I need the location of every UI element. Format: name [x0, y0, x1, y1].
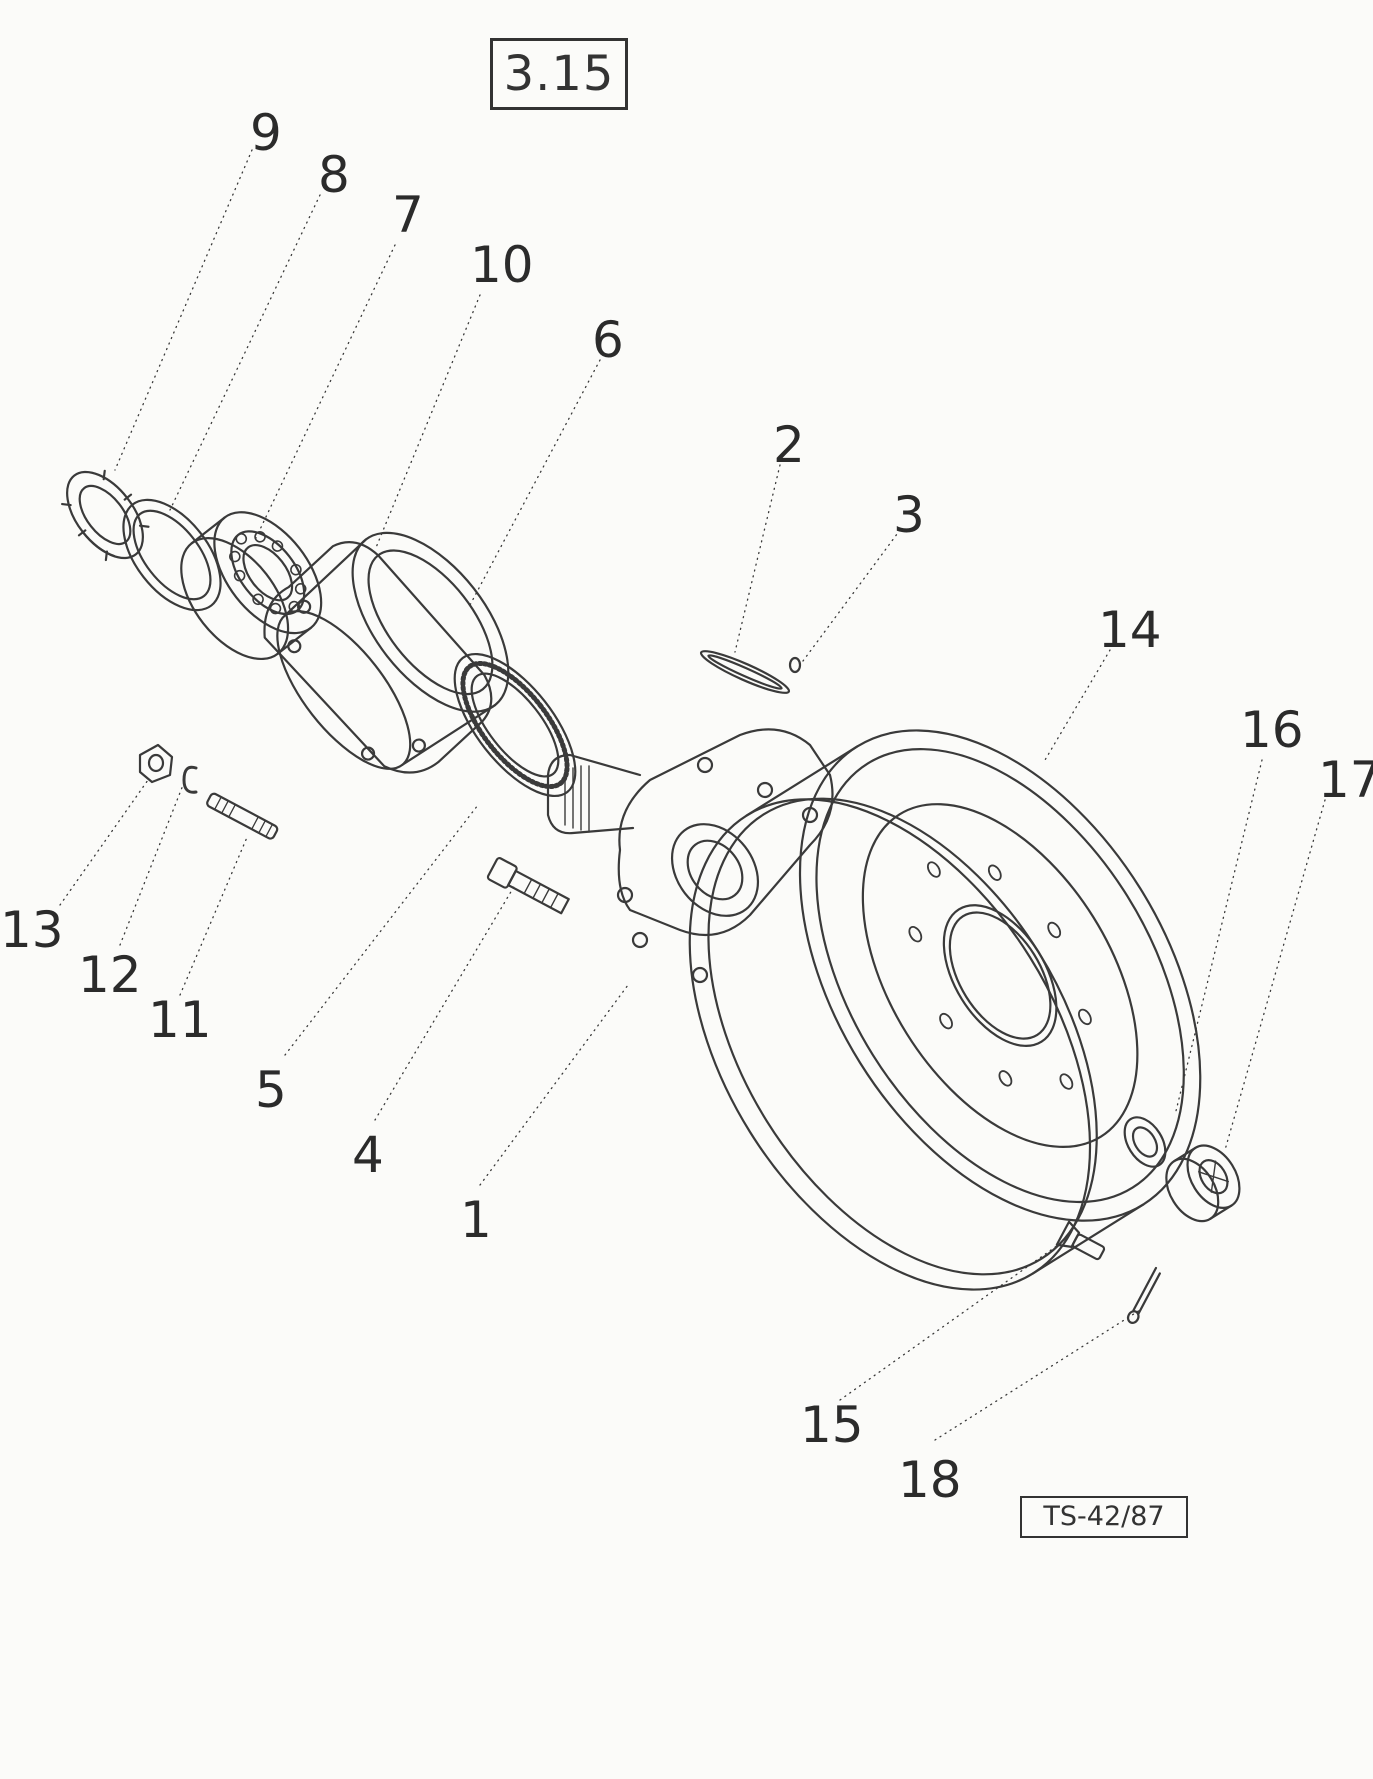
slotted-nut-part-9 — [61, 469, 150, 562]
drawing-reference: TS-42/87 — [1020, 1496, 1188, 1538]
bolt-part-4 — [486, 857, 570, 915]
figure-number: 3.15 — [490, 38, 628, 110]
callout-1: 1 — [460, 1191, 492, 1249]
callout-14: 14 — [1098, 601, 1162, 659]
callout-6: 6 — [592, 311, 624, 369]
callout-15: 15 — [800, 1396, 864, 1454]
brake-drum-part-14 — [688, 729, 1202, 1291]
stud-part-11 — [206, 792, 279, 840]
washer-part-16 — [1123, 1116, 1167, 1168]
callout-2: 2 — [773, 416, 805, 474]
roller-bearing-part-7 — [180, 511, 323, 661]
callout-4: 4 — [352, 1126, 384, 1184]
split-pin-part-18 — [1126, 1266, 1161, 1324]
callout-7: 7 — [392, 186, 424, 244]
callout-11: 11 — [148, 991, 212, 1049]
nut-part-13 — [138, 743, 174, 784]
callout-3: 3 — [893, 486, 925, 544]
callout-5: 5 — [255, 1061, 287, 1119]
spring-washer-part-12 — [182, 765, 198, 794]
castle-nut-part-17 — [1165, 1144, 1241, 1223]
lock-washer-part-8 — [122, 498, 222, 612]
callout-8: 8 — [318, 146, 350, 204]
callout-17: 17 — [1318, 751, 1373, 809]
callout-16: 16 — [1240, 701, 1304, 759]
callout-9: 9 — [250, 104, 282, 162]
callout-12: 12 — [78, 946, 142, 1004]
bearing-housing-part-6 — [263, 531, 510, 774]
countersunk-screw-part-15 — [1055, 1220, 1106, 1261]
small-pin-part-3 — [788, 656, 802, 674]
oil-seal-part-5 — [453, 652, 577, 798]
leader-lines — [59, 149, 1326, 1441]
callout-18: 18 — [898, 1451, 962, 1509]
callout-13: 13 — [0, 901, 64, 959]
retaining-clip-part-2 — [699, 650, 791, 694]
callout-10: 10 — [470, 236, 534, 294]
